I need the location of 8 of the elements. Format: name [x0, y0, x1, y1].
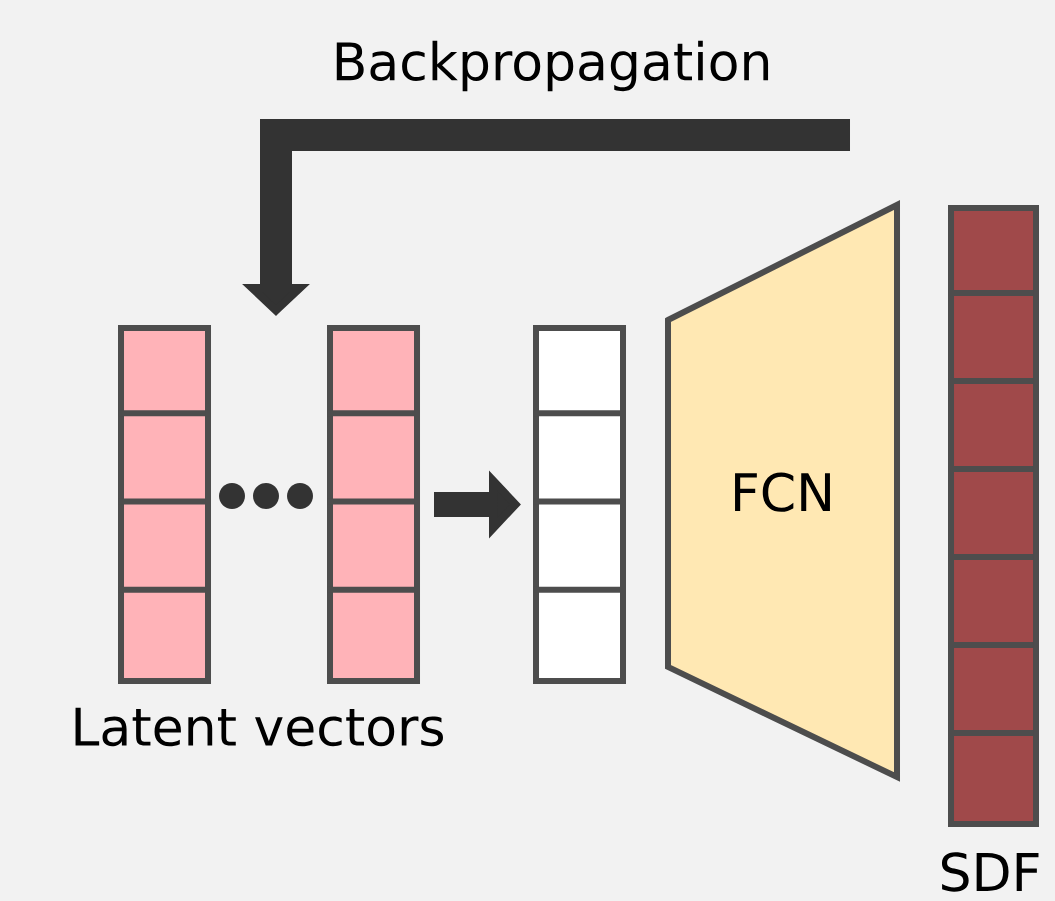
caption-text: Latent vectors: [75, 707, 443, 747]
vector-drawing: [327, 325, 420, 684]
edge-label: Backpropagation: [329, 38, 775, 94]
node-caption: SDF: [941, 852, 1039, 892]
vector-drawing: [948, 205, 1039, 827]
vector-drawing: [118, 325, 211, 684]
vector-drawing: [533, 325, 626, 684]
trapezoid-layer: FCN: [665, 200, 900, 782]
